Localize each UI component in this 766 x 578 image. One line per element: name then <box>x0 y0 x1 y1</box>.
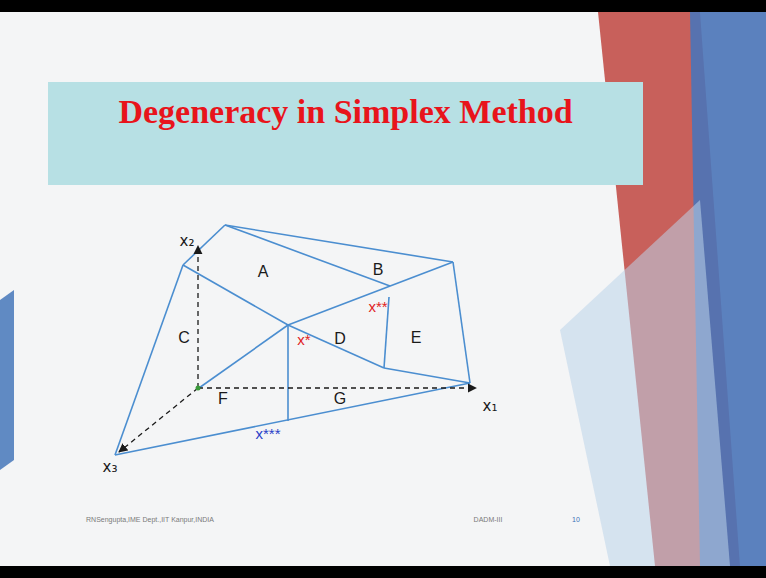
axis-label: x₃ <box>103 460 118 475</box>
face-label: D <box>334 331 346 347</box>
face-label: C <box>178 330 190 346</box>
axis-label: x₂ <box>180 234 195 249</box>
title-banner: Degeneracy in Simplex Method <box>48 82 643 185</box>
face-label: G <box>334 391 346 407</box>
footer-note: RNSengupta,IME Dept.,IIT Kanpur,INDIA <box>86 516 214 523</box>
face-label: F <box>218 391 228 407</box>
vertex-label: x** <box>368 299 387 314</box>
face-label: B <box>373 262 384 278</box>
axis-label: x₁ <box>483 399 498 414</box>
vertex-label: x* <box>297 332 310 347</box>
footer-note: DADM-III <box>474 516 503 523</box>
face-label: E <box>411 330 422 346</box>
page-number: 10 <box>572 516 580 523</box>
slide-title: Degeneracy in Simplex Method <box>48 93 643 131</box>
vertex-label: x*** <box>255 426 280 441</box>
face-label: A <box>258 264 269 280</box>
